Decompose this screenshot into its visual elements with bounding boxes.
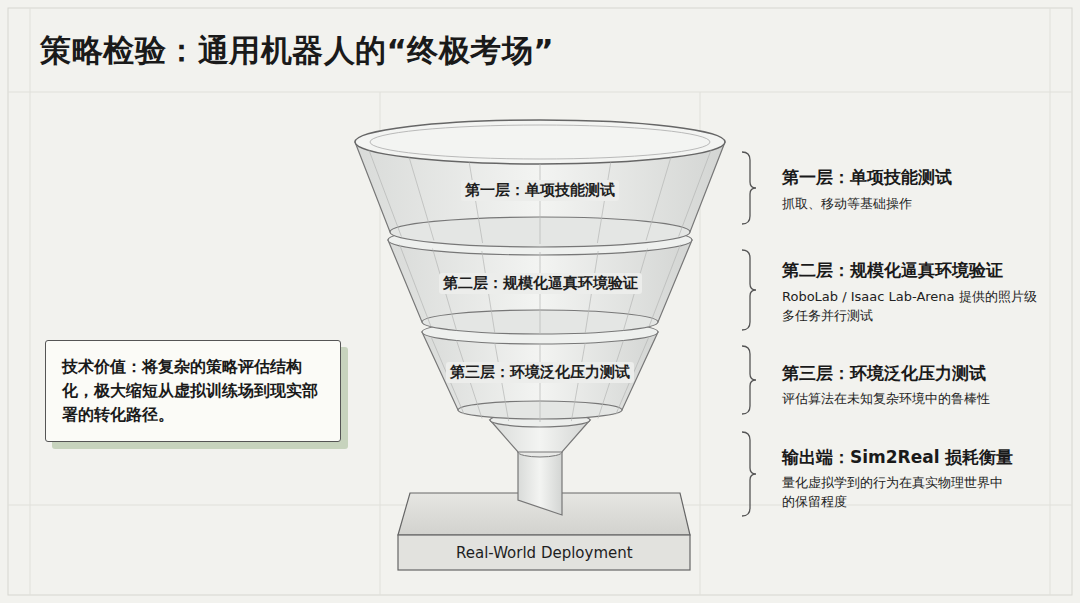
diagram-title: 策略检验：通用机器人的“终极考场”	[40, 30, 554, 72]
funnel-layer: 第三层：环境泛化压力测试	[446, 362, 634, 383]
layer-description: 抓取、移动等基础操作	[782, 195, 1032, 214]
value-text: 技术价值：将复杂的策略评估结构化，极大缩短从虚拟训练场到现实部署的转化路径。	[62, 355, 324, 427]
value-heading: 技术价值：	[62, 357, 142, 376]
value-callout-box: 技术价值：将复杂的策略评估结构化，极大缩短从虚拟训练场到现实部署的转化路径。	[45, 340, 341, 442]
layer-description: 量化虚拟学到的行为在真实物理世界中的保留程度	[782, 474, 1004, 512]
funnel-layer: 第一层：单项技能测试	[461, 180, 619, 201]
platform-label: Real-World Deployment	[456, 544, 633, 562]
layer-heading: 第一层：单项技能测试	[782, 166, 952, 189]
layer-description: RoboLab / Isaac Lab-Arena 提供的照片级多任务并行测试	[782, 288, 1044, 326]
layer-label: 第一层：单项技能测试	[461, 180, 619, 201]
deployment-platform: Real-World Deployment	[456, 544, 633, 562]
layer-heading: 第三层：环境泛化压力测试	[782, 362, 986, 385]
layer-label: 第三层：环境泛化压力测试	[446, 362, 634, 383]
funnel-layer: 第二层：规模化逼真环境验证	[439, 273, 642, 294]
layer-heading: 输出端：Sim2Real 损耗衡量	[782, 446, 1013, 469]
layer-label: 第二层：规模化逼真环境验证	[439, 273, 642, 294]
layer-heading: 第二层：规模化逼真环境验证	[782, 259, 1003, 282]
layer-description: 评估算法在未知复杂环境中的鲁棒性	[782, 390, 1042, 409]
